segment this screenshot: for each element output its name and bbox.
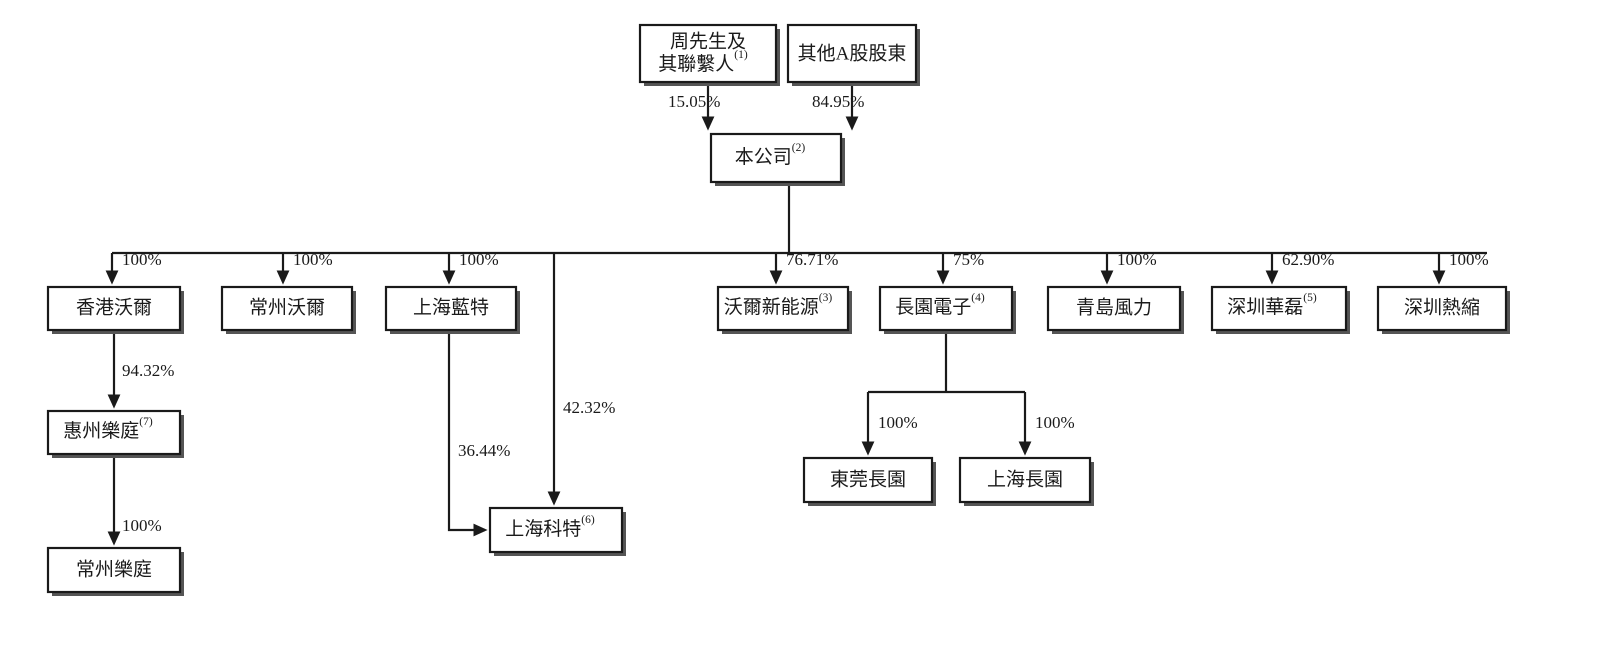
pct-company-woernew: 76.71% [786, 250, 838, 269]
node-zhou[interactable]: 周先生及 其聯繫人(1) [638, 23, 780, 86]
pct-cyelec-sh: 100% [1035, 413, 1075, 432]
pct-company-szhualei: 62.90% [1282, 250, 1334, 269]
node-cz-woer-label: 常州沃爾 [249, 296, 325, 318]
pct-company-shkete: 42.32% [563, 398, 615, 417]
node-sh-lante[interactable]: 上海藍特 [384, 285, 520, 334]
node-shanghai-changyuan[interactable]: 上海長園 [958, 456, 1094, 506]
edge-lines [105, 82, 1487, 546]
node-qingdao-wind[interactable]: 青島風力 [1046, 285, 1184, 334]
node-shanghai-changyuan-label: 上海長園 [987, 468, 1063, 490]
node-hk-woer-label: 香港沃爾 [76, 296, 152, 318]
node-qingdao-wind-label: 青島風力 [1076, 296, 1152, 318]
node-cz-woer[interactable]: 常州沃爾 [220, 285, 356, 334]
pct-cyelec-dg: 100% [878, 413, 918, 432]
node-hk-woer[interactable]: 香港沃爾 [46, 285, 184, 334]
pct-hzleting-czleting: 100% [122, 516, 162, 535]
node-other-a-shareholders[interactable]: 其他A股股東 [786, 23, 920, 86]
node-shenzhen-reshuo-label: 深圳熱縮 [1404, 296, 1480, 318]
pct-othera-company: 84.95% [812, 92, 864, 111]
pct-company-szreshuo: 100% [1449, 250, 1489, 269]
edge-shlante-shkete [447, 330, 488, 537]
node-changzhou-leting-label: 常州樂庭 [76, 558, 152, 580]
pct-company-qdwind: 100% [1117, 250, 1157, 269]
pct-shlante-shkete: 36.44% [458, 441, 510, 460]
node-company[interactable]: 本公司(2) [709, 132, 845, 186]
pct-hkwoer-hzleting: 94.32% [122, 361, 174, 380]
node-boxes: 周先生及 其聯繫人(1) 其他A股股東 本公司(2) [46, 23, 1510, 596]
node-woer-new-energy[interactable]: 沃爾新能源(3) [716, 285, 852, 334]
node-huizhou-leting[interactable]: 惠州樂庭(7) [46, 409, 184, 458]
node-shenzhen-reshuo[interactable]: 深圳熱縮 [1376, 285, 1510, 334]
pct-company-czwoer: 100% [293, 250, 333, 269]
node-changyuan-electronics-label: 長園電子(4) [895, 292, 985, 319]
node-other-a-label: 其他A股股東 [798, 42, 907, 64]
pct-zhou-company: 15.05% [668, 92, 720, 111]
node-zhou-label-line2: 其聯繫人(1) [658, 49, 748, 76]
percentage-labels: 15.05% 84.95% 100% 100% 100% 42.32% 76.7… [122, 92, 1489, 535]
node-company-label: 本公司(2) [735, 142, 806, 169]
node-changyuan-electronics[interactable]: 長園電子(4) [878, 285, 1016, 334]
node-woer-new-energy-label: 沃爾新能源(3) [724, 292, 833, 319]
node-shenzhen-hualei[interactable]: 深圳華磊(5) [1210, 285, 1350, 334]
node-changzhou-leting[interactable]: 常州樂庭 [46, 546, 184, 596]
pct-company-cyelec: 75% [953, 250, 984, 269]
node-dongguan-changyuan-label: 東莞長園 [830, 468, 906, 490]
node-shanghai-kete-label: 上海科特(6) [505, 514, 595, 541]
pct-company-hkwoer: 100% [122, 250, 162, 269]
pct-company-shlante: 100% [459, 250, 499, 269]
node-sh-lante-label: 上海藍特 [413, 296, 489, 318]
node-zhou-label-line1: 周先生及 [670, 30, 746, 52]
node-shenzhen-hualei-label: 深圳華磊(5) [1227, 292, 1317, 319]
node-shanghai-kete[interactable]: 上海科特(6) [488, 506, 626, 556]
node-huizhou-leting-label: 惠州樂庭(7) [63, 416, 153, 443]
node-dongguan-changyuan[interactable]: 東莞長園 [802, 456, 936, 506]
